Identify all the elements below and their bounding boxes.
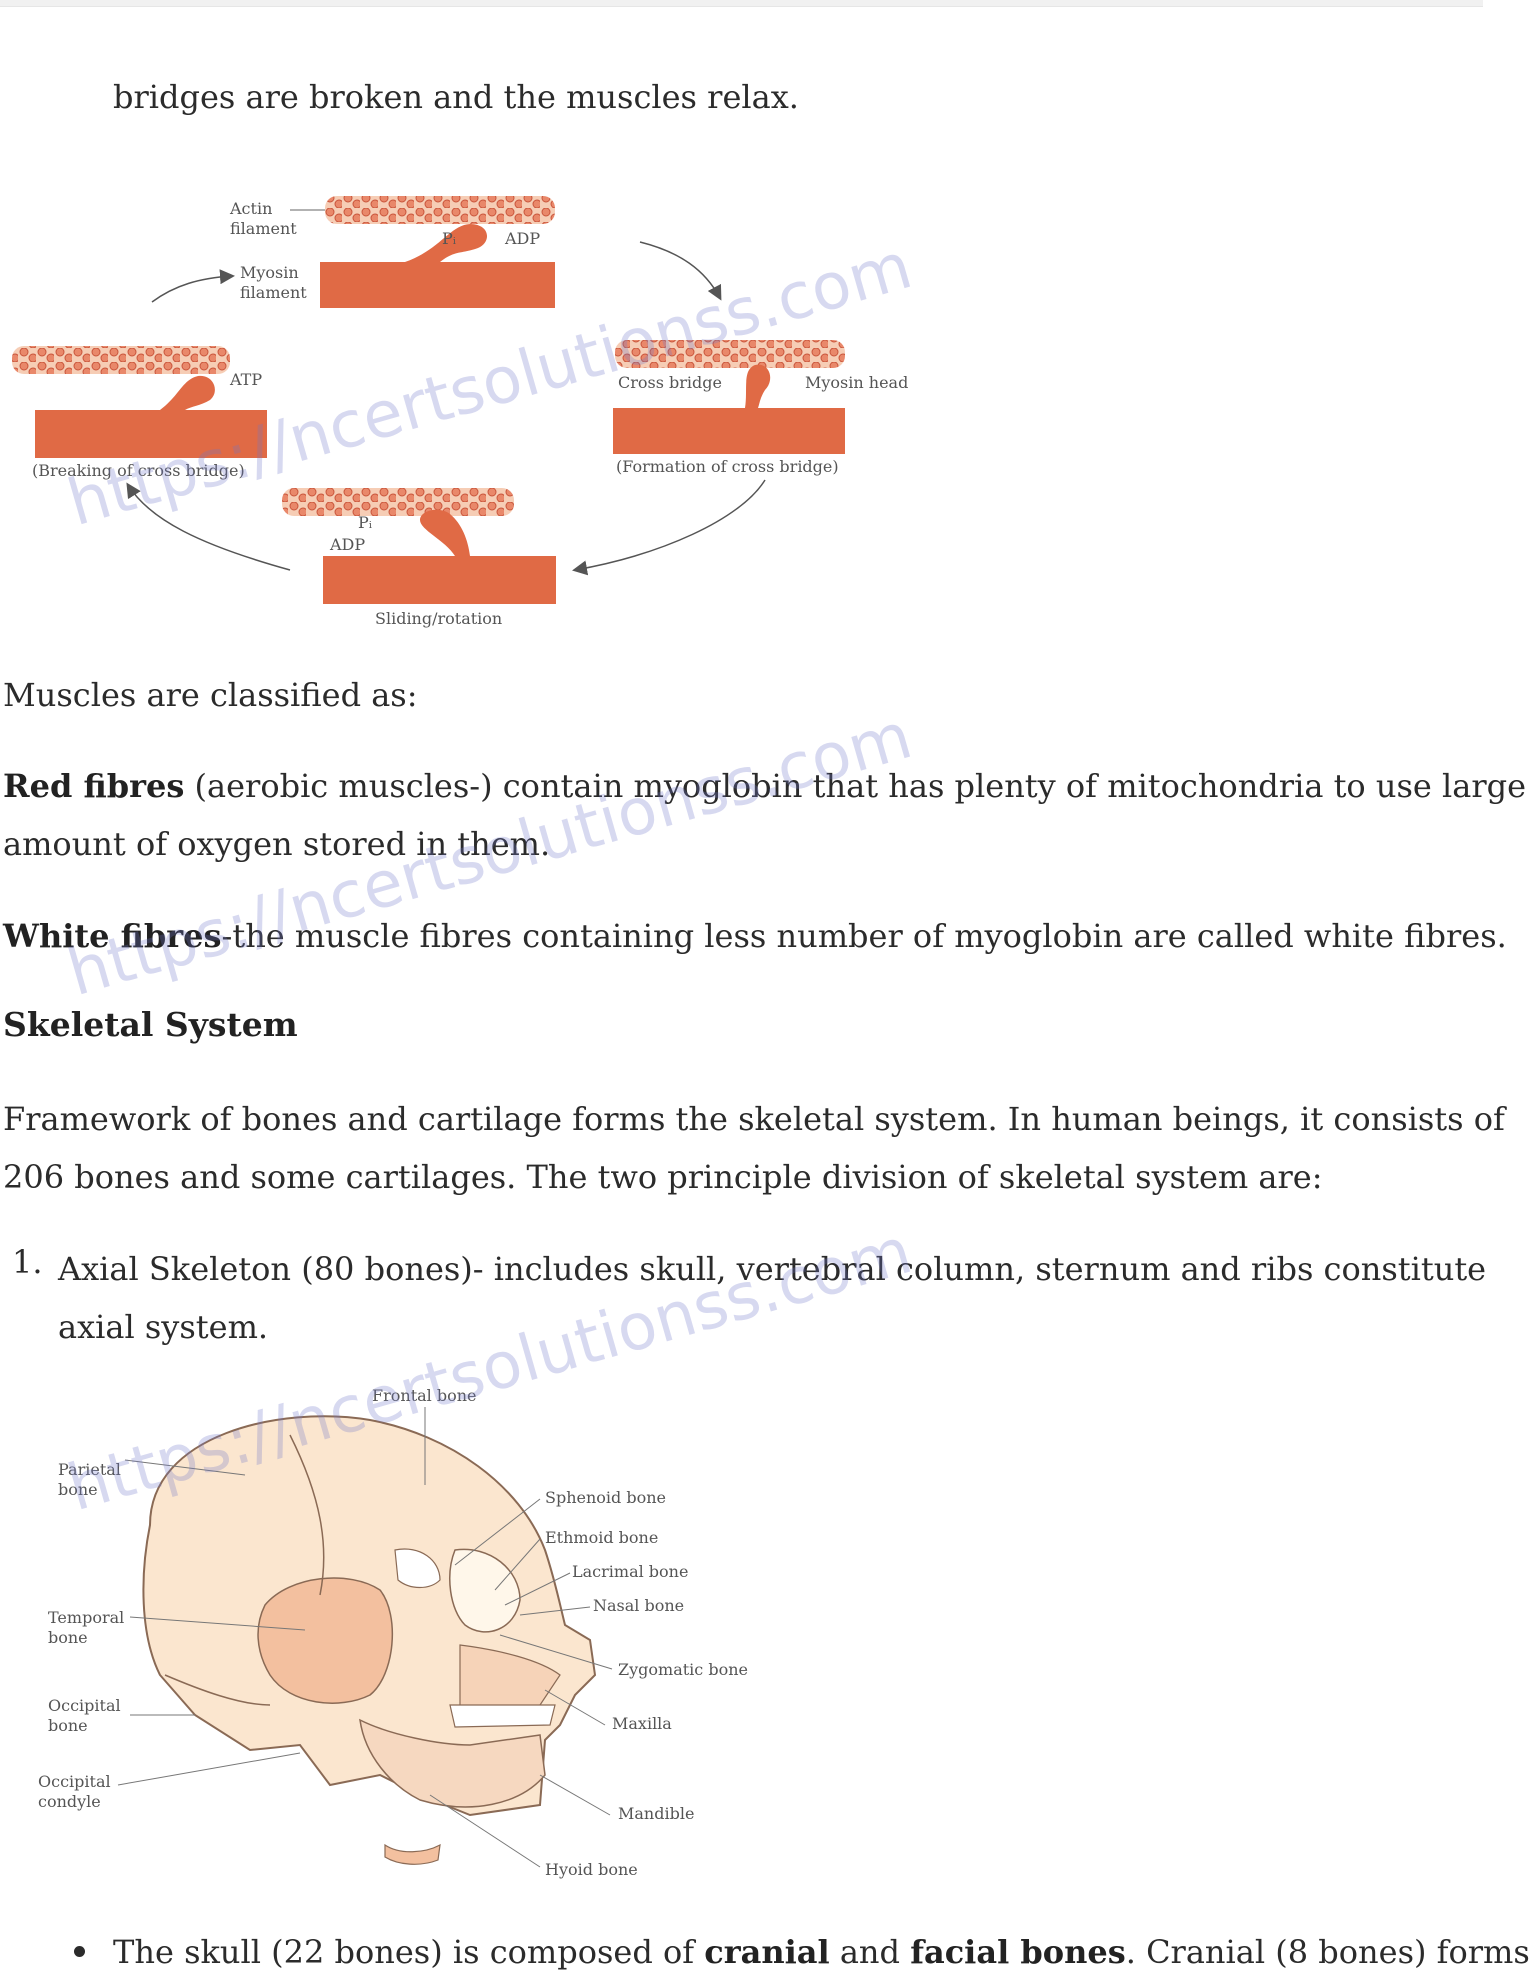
myosin-filament-bottom	[323, 556, 556, 604]
ethmoid-label: Ethmoid bone	[545, 1528, 658, 1547]
bullet-cranial: cranial	[704, 1933, 830, 1971]
white-fibres-text: White fibres-the muscle fibres containin…	[3, 907, 1507, 965]
occipital-label-2: bone	[48, 1716, 88, 1735]
actin-filament-top	[325, 196, 555, 224]
temporal-label-2: bone	[48, 1628, 88, 1647]
list-number: 1.	[12, 1243, 43, 1281]
hyoid	[384, 1843, 441, 1865]
sphenoid-label: Sphenoid bone	[545, 1488, 666, 1507]
classified-text: Muscles are classified as:	[3, 676, 418, 714]
axial-line2: axial system.	[58, 1308, 269, 1346]
myosin-filament-top	[320, 262, 555, 308]
pi-top-label: Pᵢ	[442, 229, 456, 248]
adp-bottom-label: ADP	[329, 535, 365, 554]
bullet-part3: . Cranial (8 bones) forms	[1125, 1933, 1530, 1971]
red-fibres-line1: Red fibres (aerobic muscles-) contain my…	[3, 757, 1526, 815]
mandible-label: Mandible	[618, 1804, 694, 1823]
sphenoid	[394, 1548, 441, 1589]
cross-bridge-cycle-diagram: Actin filament Myosin filament Pᵢ ADP Cr…	[12, 196, 908, 628]
teeth	[449, 1704, 556, 1728]
suture-2	[164, 1674, 271, 1706]
myosin-label-1: Myosin	[240, 263, 299, 282]
actin-filament-left	[12, 346, 230, 374]
myosin-filament-left	[35, 410, 267, 458]
adp-top-label: ADP	[504, 229, 540, 248]
cycle-arrow-2	[572, 479, 766, 576]
formation-label: (Formation of cross bridge)	[616, 457, 839, 476]
framework-line1: Framework of bones and cartilage forms t…	[3, 1100, 1505, 1138]
frontal-bone-label: Frontal bone	[372, 1386, 477, 1405]
skull-diagram: Frontal bone Parietal bone Sphenoid bone…	[38, 1386, 748, 1879]
myosin-head-bottom	[420, 509, 470, 556]
sliding-label: Sliding/rotation	[375, 609, 502, 628]
axial-line1: Axial Skeleton (80 bones)- includes skul…	[58, 1250, 1487, 1288]
maxilla-region	[459, 1644, 561, 1711]
cycle-arrow-1	[639, 241, 722, 301]
lacrimal-label: Lacrimal bone	[572, 1562, 688, 1581]
white-fibres-desc: -the muscle fibres containing less numbe…	[221, 917, 1507, 955]
suture-1	[289, 1434, 325, 1596]
white-fibres-term: White fibres	[3, 917, 222, 955]
condyle-label-2: condyle	[38, 1792, 101, 1811]
bullet-part2: and	[829, 1933, 911, 1971]
condyle-label-1: Occipital	[38, 1772, 111, 1791]
bullet-dot	[74, 1946, 85, 1957]
cycle-arrow-4	[151, 269, 235, 303]
cross-bridge-label: Cross bridge	[618, 373, 722, 392]
intro-text: bridges are broken and the muscles relax…	[113, 78, 799, 116]
red-fibres-term: Red fibres	[3, 767, 185, 805]
myosin-head-right	[745, 364, 771, 408]
bullet-part1: The skull (22 bones) is composed of	[113, 1933, 705, 1971]
red-fibres-line2: amount of oxygen stored in them.	[3, 825, 551, 863]
framework-line2: 206 bones and some cartilages. The two p…	[3, 1158, 1323, 1196]
temporal-region	[257, 1577, 394, 1704]
skeletal-system-heading: Skeletal System	[3, 1005, 298, 1044]
top-divider	[0, 0, 1483, 7]
myosin-head-label: Myosin head	[805, 373, 908, 392]
bullet-facial: facial bones	[910, 1933, 1126, 1971]
myosin-head-top	[405, 224, 488, 262]
hyoid-label: Hyoid bone	[545, 1860, 638, 1879]
breaking-label: (Breaking of cross bridge)	[32, 461, 245, 480]
actin-label-1: Actin	[229, 199, 272, 218]
red-fibres-desc: (aerobic muscles-) contain myoglobin tha…	[184, 767, 1527, 805]
actin-filament-right	[615, 340, 845, 368]
myosin-label-2: filament	[240, 283, 307, 302]
myosin-filament-right	[613, 408, 845, 454]
mandible-region	[359, 1718, 546, 1808]
pi-bottom-label: Pᵢ	[358, 513, 372, 532]
zygomatic-label: Zygomatic bone	[618, 1660, 748, 1679]
maxilla-label: Maxilla	[612, 1714, 672, 1733]
myosin-head-left	[160, 375, 215, 410]
orbit	[449, 1548, 521, 1633]
nasal-label: Nasal bone	[593, 1596, 684, 1615]
occipital-label-1: Occipital	[48, 1696, 121, 1715]
parietal-label-1: Parietal	[58, 1460, 121, 1479]
actin-filament-bottom	[282, 488, 514, 516]
skull-bullet-text: The skull (22 bones) is composed of cran…	[113, 1923, 1530, 1981]
temporal-label-1: Temporal	[48, 1608, 124, 1627]
atp-label: ATP	[229, 370, 262, 389]
parietal-label-2: bone	[58, 1480, 98, 1499]
cycle-arrow-3	[126, 482, 291, 571]
actin-label-2: filament	[230, 219, 297, 238]
